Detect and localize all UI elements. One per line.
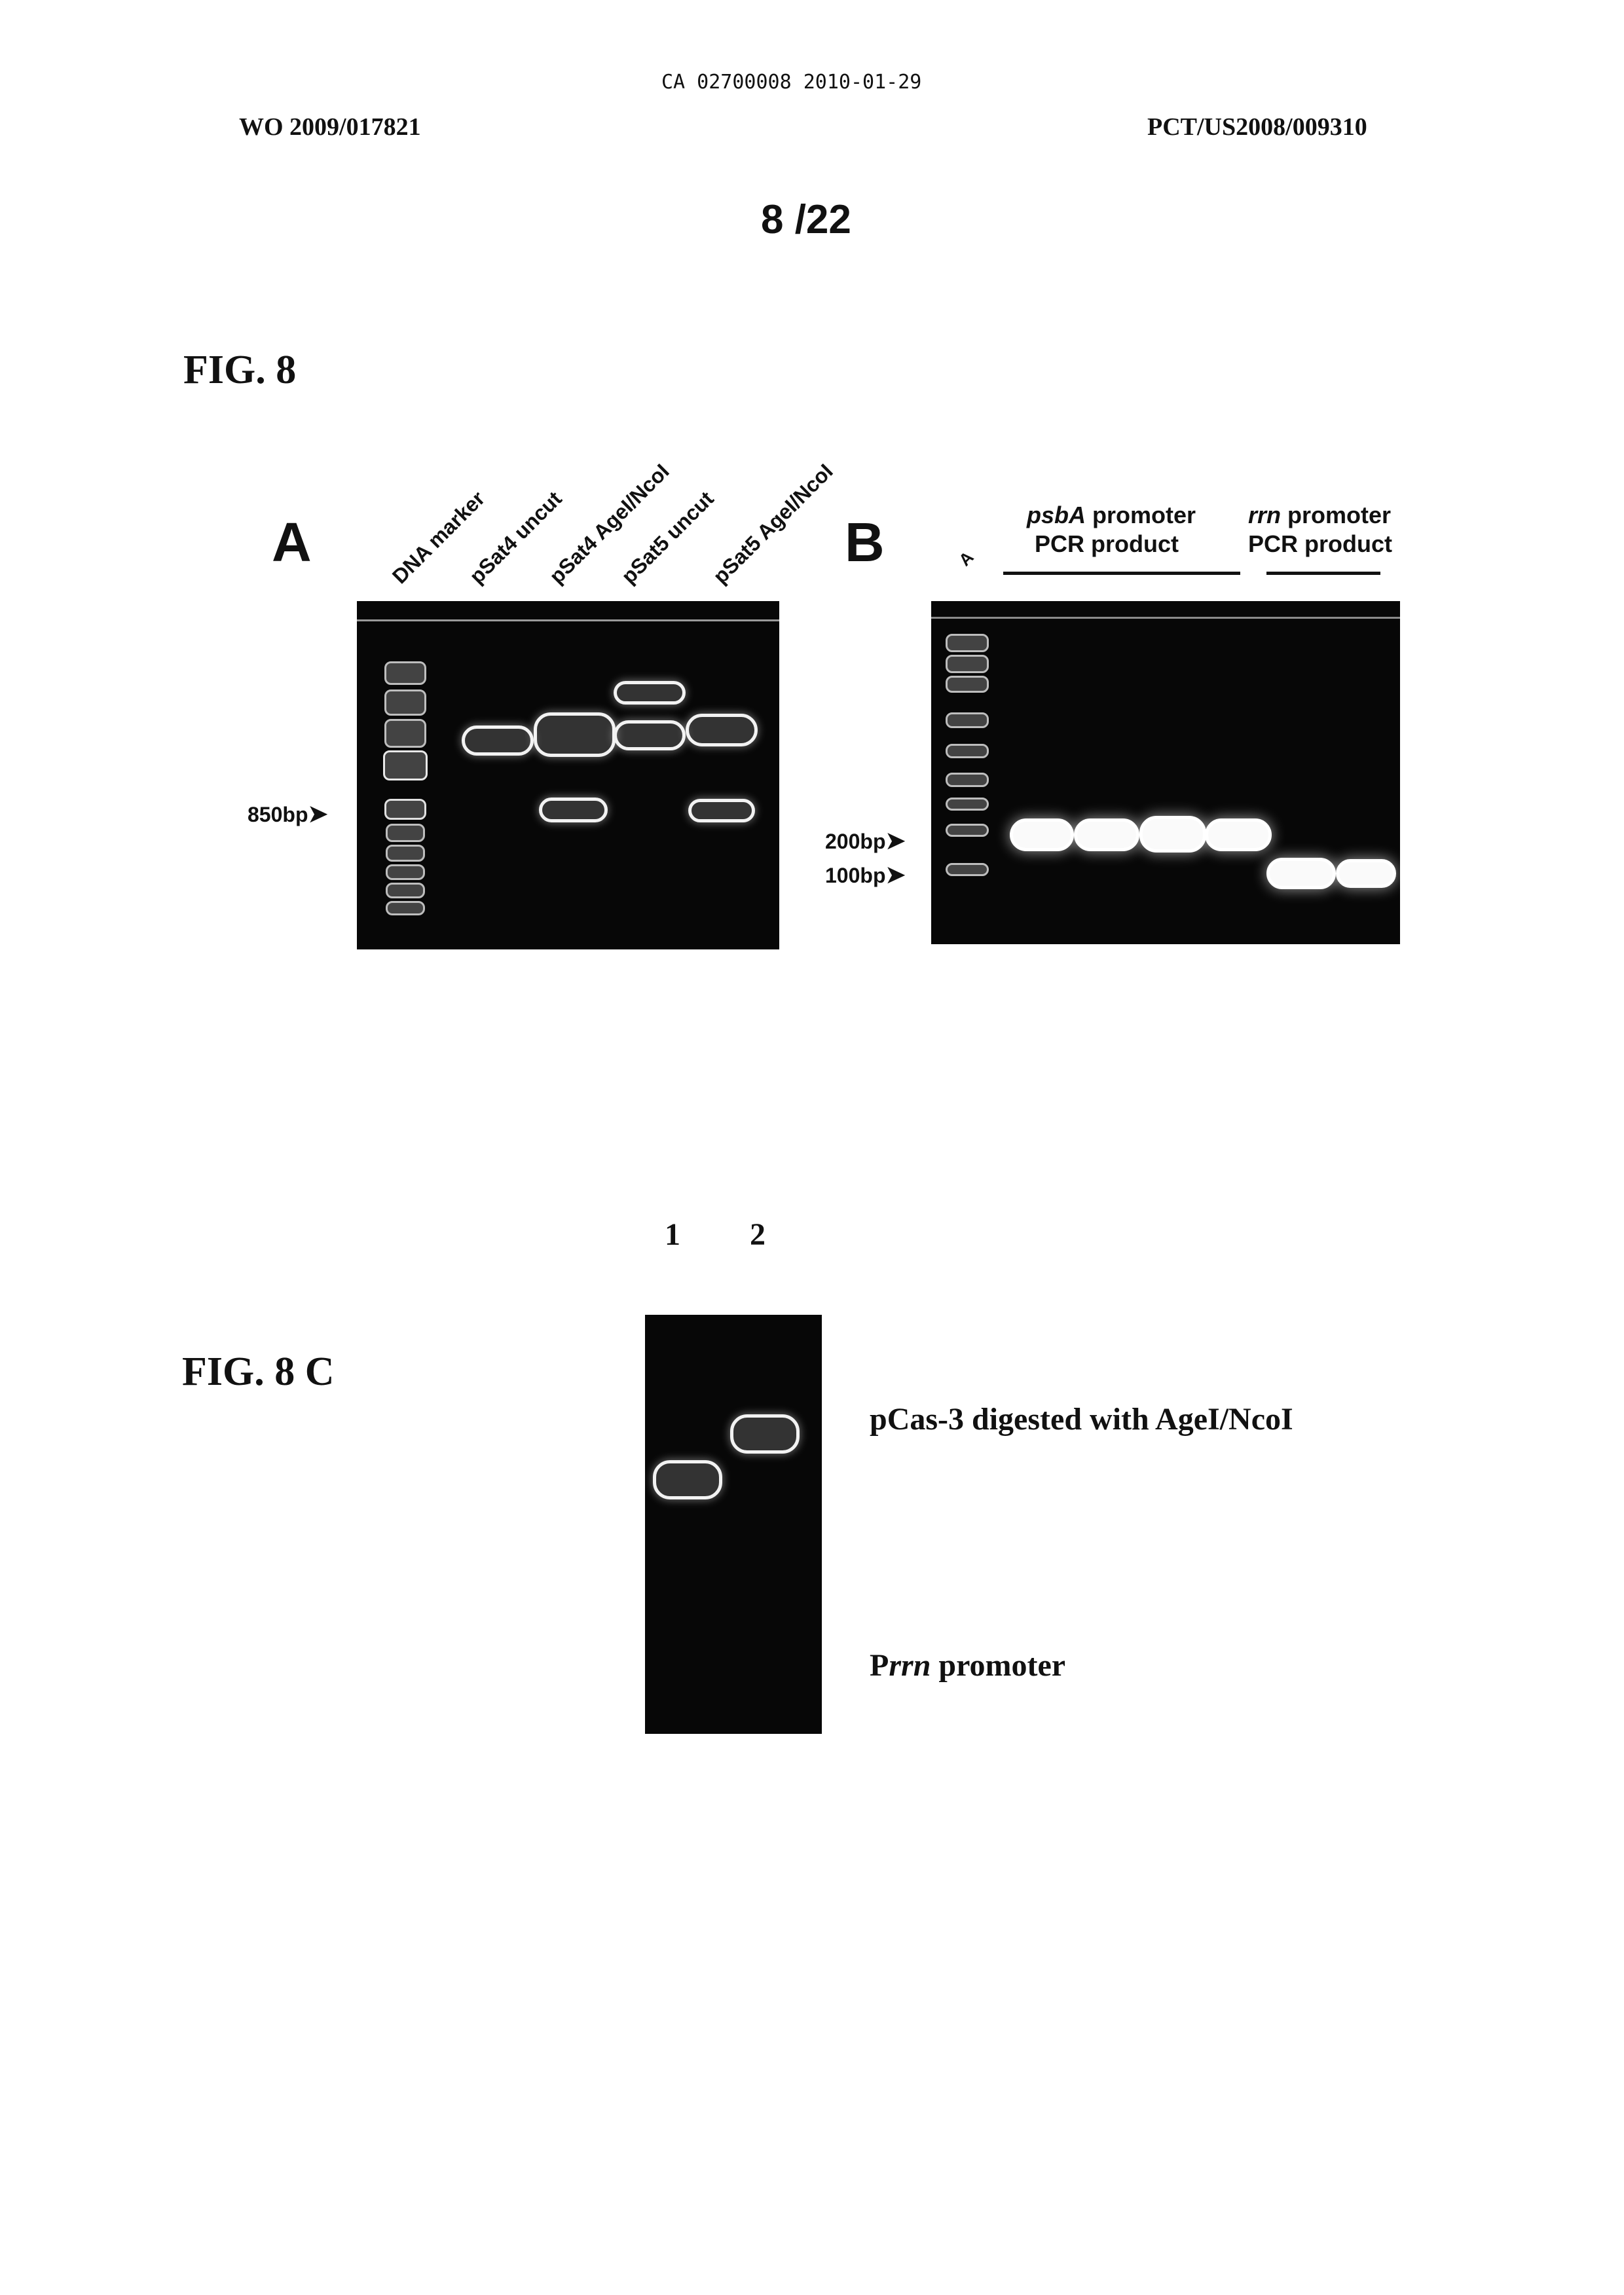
gel-band-psat5-cut-upper [686,714,758,746]
ladder-band [386,845,425,862]
ladder-band [384,719,426,748]
rrn-group-title: rrn promoter [1248,502,1391,529]
prrn-gene-name: rrn [889,1648,931,1683]
gel-band-psba-pcr-3 [1139,816,1206,853]
gel-band-pcas3-digested [730,1414,800,1454]
fig8c-label-prrn-promoter: Prrn promoter [870,1647,1065,1683]
gel-band-psat4-uncut [462,725,534,756]
lane-number-1: 1 [665,1217,680,1253]
ladder-band [946,676,989,693]
arrow-right-icon: ➤ [885,861,905,888]
ladder-band [384,689,426,716]
ladder-band [946,655,989,673]
gel-band-psba-pcr-1 [1010,818,1074,851]
size-marker-850bp-label: 850bp [248,803,308,826]
ladder-band [946,798,989,811]
gel-band-psat5-uncut-upper [614,681,686,705]
gel-band-rrn-pcr-2 [1336,859,1396,888]
prrn-rest: promoter [931,1648,1065,1683]
gel-band-psat5-cut-lower [688,799,755,822]
ladder-band [384,661,426,685]
psba-group-bracket-line [1003,572,1240,575]
gel-band-psat5-uncut-lower [614,720,686,750]
size-marker-850bp: 850bp➤ [248,800,328,828]
ladder-band [946,863,989,876]
lane-number-2: 2 [750,1217,766,1253]
ladder-band [946,744,989,758]
panel-a-letter: A [272,511,312,574]
ladder-band [946,634,989,652]
page-number: 8 /22 [761,196,851,243]
gel-band-psba-pcr-4 [1205,818,1272,851]
ladder-band [386,901,425,915]
rrn-group-subtitle: PCR product [1248,530,1392,558]
psba-gene-name: psbA [1027,502,1086,528]
size-marker-200bp-label: 200bp [825,830,885,853]
ladder-band [386,864,425,880]
gel-band-psat4-cut-upper [534,712,616,757]
psba-group-title: psbA promoter [1027,502,1196,529]
ladder-band [946,773,989,787]
gel-band-psba-pcr-2 [1074,818,1139,851]
fig8c-label-pcas3: pCas-3 digested with AgeI/NcoI [870,1401,1293,1437]
ladder-band [946,824,989,837]
wo-publication-number: WO 2009/017821 [239,113,421,141]
ladder-band [386,883,425,898]
pct-application-number: PCT/US2008/009310 [1147,113,1367,141]
ca-document-number: CA 02700008 2010-01-29 [661,71,921,94]
gel-band-psat4-cut-lower [539,798,608,822]
ladder-band [946,712,989,728]
ladder-band [383,750,428,780]
arrow-right-icon: ➤ [308,800,327,827]
gel-image-panel-a [357,601,779,949]
size-marker-100bp-label: 100bp [825,864,885,887]
lane-label-psat4-agei-ncoi: pSat4 AgeI/NcoI [545,459,674,589]
ladder-band [386,824,425,842]
panel-b-letter: B [845,511,885,574]
rrn-gene-name: rrn [1248,502,1281,528]
ladder-band [384,799,426,820]
prrn-prefix: P [870,1648,889,1683]
psba-title-rest: promoter [1086,502,1196,528]
rrn-group-bracket-line [1266,572,1380,575]
gel-image-panel-b [931,601,1400,944]
psba-group-subtitle: PCR product [1035,530,1179,558]
fig8-title: FIG. 8 [183,347,296,394]
size-marker-100bp: 100bp➤ [825,861,906,889]
fig8c-title: FIG. 8 C [182,1349,335,1395]
gel-band-rrn-pcr-1 [1266,858,1336,889]
gel-image-panel-c [645,1315,822,1734]
gel-band-prrn-promoter [653,1460,722,1499]
arrow-right-icon: ➤ [885,827,905,854]
lane-label-b-first: A [955,547,978,570]
size-marker-200bp: 200bp➤ [825,827,906,854]
rrn-title-rest: promoter [1281,502,1391,528]
lane-label-psat5-agei-ncoi: pSat5 AgeI/NcoI [709,459,838,589]
